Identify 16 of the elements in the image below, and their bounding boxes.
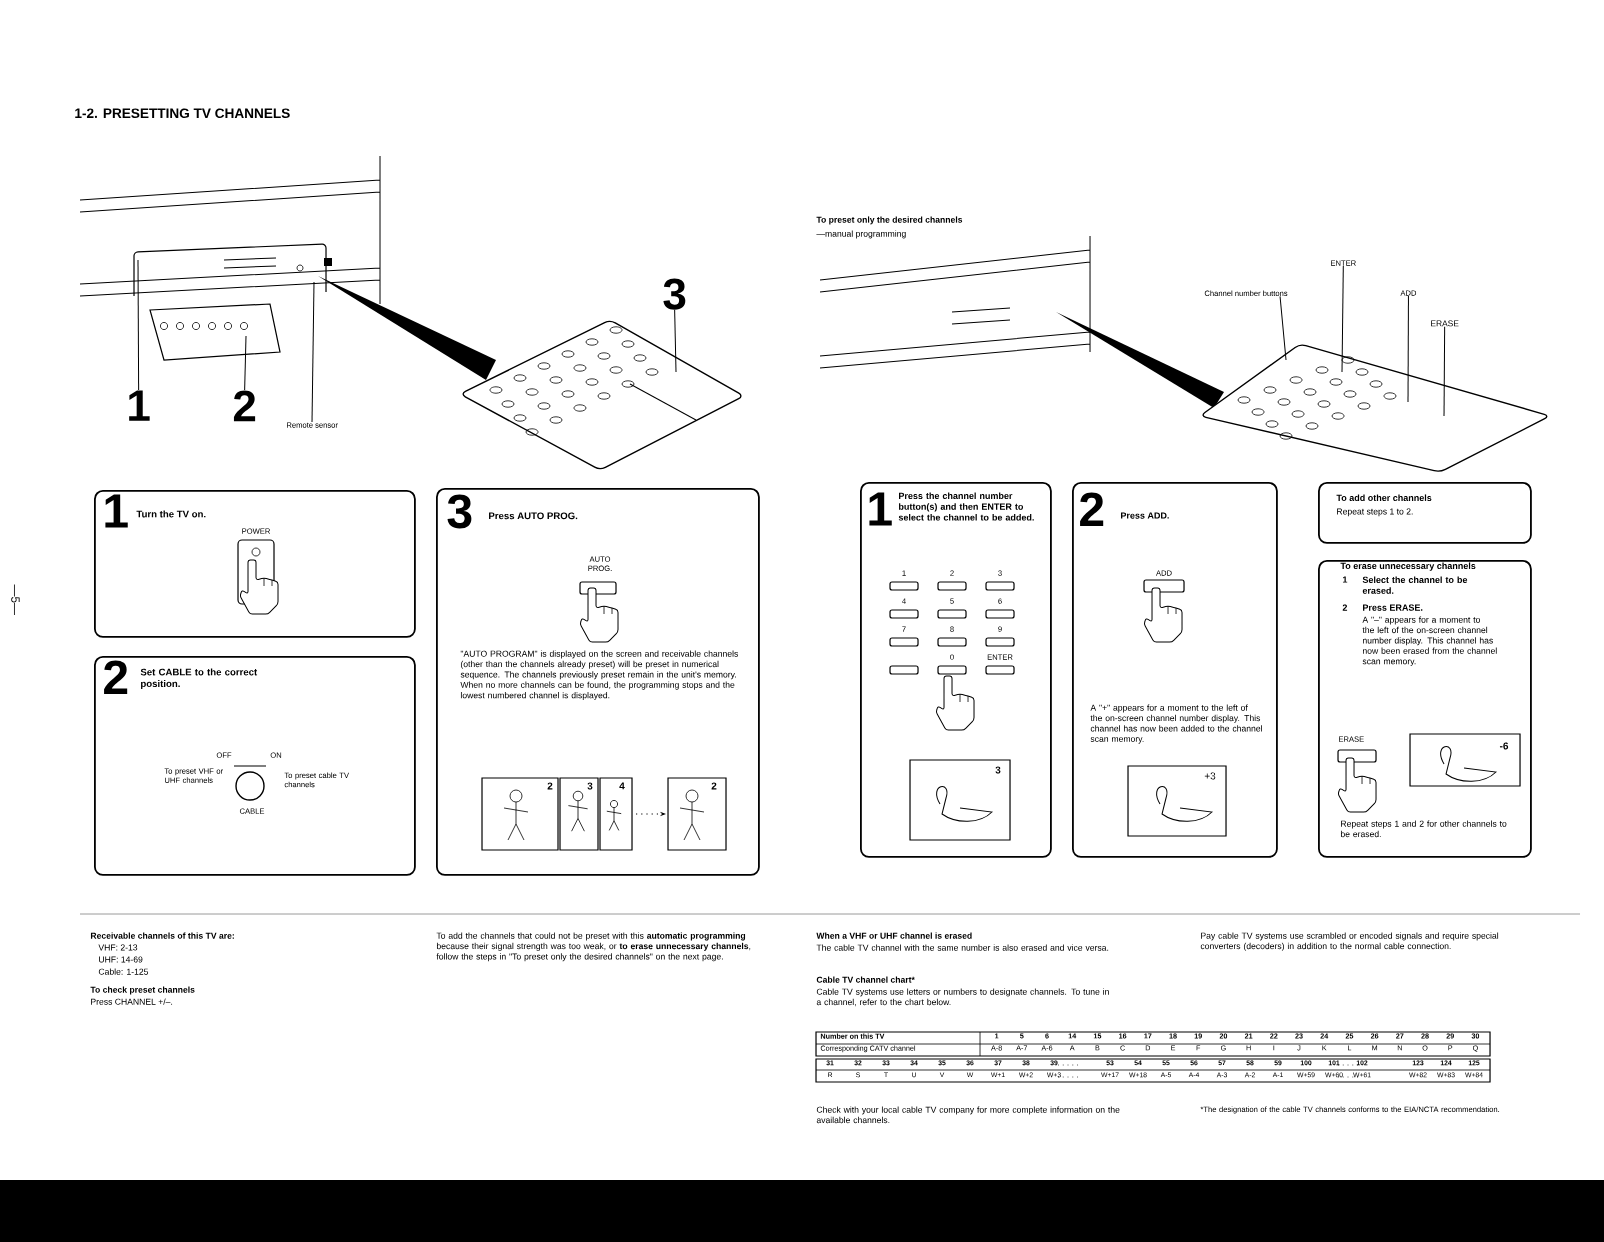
leader-line <box>1279 295 1287 361</box>
step-number: 2 <box>1080 492 1104 526</box>
callout-number: 1 <box>129 390 150 421</box>
leader-line <box>1443 326 1446 417</box>
callout-number: 3 <box>663 278 686 310</box>
step-number: 1 <box>105 494 128 528</box>
callout-number: 2 <box>233 390 256 422</box>
leader-line <box>1407 295 1409 403</box>
step-number: 1 <box>869 492 892 526</box>
leader-line <box>311 281 315 423</box>
step-number: 3 <box>447 494 472 529</box>
leader-line <box>137 259 140 391</box>
leader-line <box>244 335 247 391</box>
leader-line <box>1341 265 1344 373</box>
step-number: 2 <box>104 660 128 694</box>
leader-line <box>674 309 677 373</box>
